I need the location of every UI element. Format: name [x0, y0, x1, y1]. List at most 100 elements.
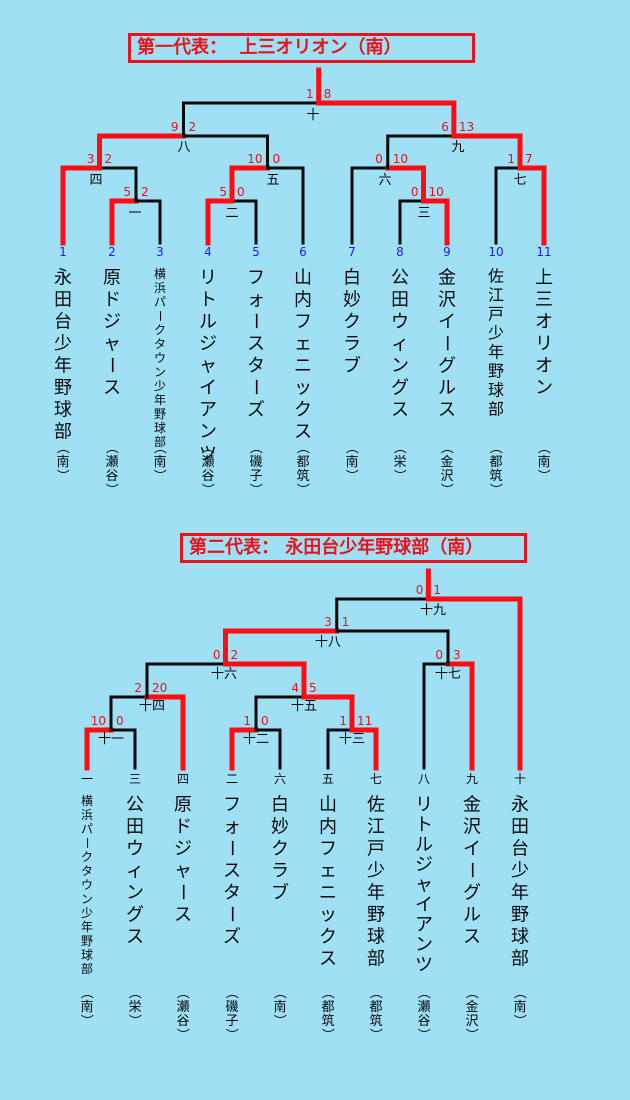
- char: ン: [415, 934, 433, 955]
- char: 永: [511, 794, 529, 815]
- char: 瀬: [201, 455, 214, 470]
- char: ト: [199, 289, 217, 310]
- char: 野: [367, 904, 385, 925]
- char: 戸: [367, 838, 385, 859]
- char: ス: [391, 399, 409, 420]
- char: 南: [345, 454, 358, 470]
- char: ジ: [415, 854, 433, 875]
- team-area: （瀬谷）: [174, 986, 189, 1041]
- char: 浜: [154, 281, 166, 295]
- char: ）: [103, 483, 118, 496]
- char: （: [319, 986, 334, 999]
- score-left: 0: [416, 583, 424, 597]
- char: 内: [319, 816, 337, 837]
- char: ）: [511, 1014, 526, 1027]
- score-right: 8: [324, 87, 332, 101]
- char: 都: [296, 455, 309, 470]
- score-right: 1: [342, 615, 350, 629]
- char: リ: [535, 333, 553, 354]
- char: ラ: [343, 333, 361, 354]
- char: 栄: [393, 455, 406, 470]
- char: ）: [223, 1028, 238, 1041]
- score-right: 10: [429, 185, 444, 199]
- score-left: 2: [134, 681, 142, 695]
- char: ス: [463, 926, 481, 947]
- char: 谷: [105, 469, 118, 484]
- char: （: [126, 986, 141, 999]
- char: ジ: [174, 838, 192, 859]
- char: 都: [369, 1000, 382, 1015]
- char: オ: [535, 355, 553, 376]
- char: 金: [440, 454, 453, 470]
- char: 球: [54, 399, 72, 420]
- char: （: [151, 441, 166, 454]
- match-line-left: [494, 166, 522, 245]
- char: ラ: [271, 860, 289, 881]
- char: 部: [511, 948, 529, 969]
- match-line-right: [517, 165, 547, 246]
- char: ー: [221, 905, 242, 923]
- team-area: （南）: [54, 441, 69, 482]
- score-left: 0: [411, 185, 419, 199]
- match-line-left: [84, 727, 114, 771]
- score-left: 9: [171, 120, 179, 134]
- match-line-left: [109, 198, 139, 246]
- char: タ: [247, 355, 265, 376]
- game-number: 十七: [435, 667, 461, 682]
- char: 佐: [367, 794, 385, 815]
- char: 妙: [343, 289, 361, 310]
- char: ス: [126, 926, 144, 947]
- score-right: 3: [453, 648, 461, 662]
- char: ン: [199, 421, 217, 442]
- char: ォ: [247, 289, 265, 310]
- char: 田: [126, 816, 144, 837]
- match-line-right: [223, 661, 307, 700]
- char: リ: [415, 794, 433, 815]
- char: ン: [81, 892, 93, 906]
- score-left: 1: [507, 152, 515, 166]
- team-number: 二: [226, 772, 238, 786]
- char: 年: [511, 882, 529, 903]
- char: パ: [154, 295, 166, 309]
- char: 上: [535, 267, 553, 288]
- game-number: 四: [89, 173, 102, 188]
- team-number: 一: [81, 772, 93, 786]
- score-right: 2: [231, 648, 239, 662]
- char: ブ: [271, 881, 289, 903]
- char: フ: [223, 794, 241, 815]
- char: ク: [154, 323, 166, 337]
- char: 台: [54, 311, 72, 332]
- match-line-right: [451, 133, 523, 171]
- team-number: 11: [536, 245, 551, 259]
- team-area: （瀬谷）: [103, 441, 118, 496]
- char: 山: [319, 794, 337, 815]
- char: （: [271, 986, 286, 999]
- char: ン: [535, 377, 553, 398]
- char: （: [511, 986, 526, 999]
- char: 谷: [201, 469, 214, 484]
- char: 白: [271, 794, 289, 815]
- char: 原: [103, 267, 121, 288]
- team-area: （瀬谷）: [415, 986, 430, 1041]
- game-number: 二: [225, 206, 238, 221]
- score-right: 0: [273, 152, 281, 166]
- char: ）: [78, 1014, 93, 1027]
- match-line-right: [134, 199, 162, 245]
- team-area: （南）: [511, 986, 526, 1027]
- score-right: 2: [189, 120, 197, 134]
- team-number: 4: [204, 245, 212, 259]
- title-label: 第一代表：: [137, 37, 227, 58]
- char: ジ: [199, 333, 217, 354]
- char: ズ: [247, 399, 265, 420]
- char: ン: [391, 355, 409, 376]
- char: グ: [391, 377, 409, 398]
- char: タ: [223, 882, 241, 903]
- score-left: 4: [291, 681, 299, 695]
- char: 南: [153, 454, 166, 470]
